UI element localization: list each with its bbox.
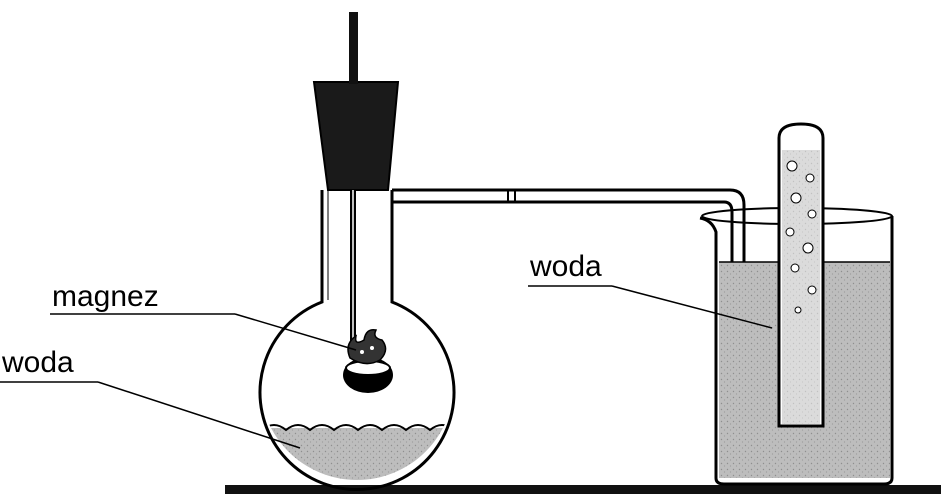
test-tube [777, 122, 825, 428]
flask-water-surface [261, 424, 454, 432]
flask-outline [258, 190, 456, 491]
label-magnez-text: magnez [52, 280, 159, 313]
round-bottom-flask [258, 190, 456, 491]
holder-rod [349, 12, 358, 84]
table-base [225, 485, 941, 494]
beaker-outline [699, 216, 894, 486]
gas-bubbles [785, 160, 817, 314]
magnesium-spoon [343, 328, 393, 393]
rubber-stopper [312, 81, 400, 191]
label-magnez: magnez [50, 280, 357, 351]
magnesium-flame [347, 328, 387, 365]
label-woda-flask-text: woda [1, 346, 74, 379]
label-woda-beaker-text: woda [529, 250, 602, 283]
label-woda-flask: woda [0, 346, 301, 449]
label-woda-beaker: woda [528, 250, 773, 329]
